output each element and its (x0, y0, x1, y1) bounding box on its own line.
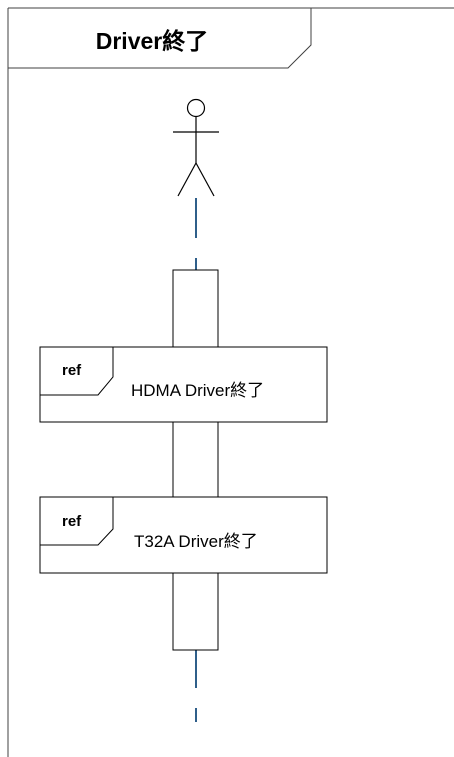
ref-fragment-t32a (39, 496, 328, 574)
ref-tag-label: ref (62, 513, 82, 530)
ref-tag-label: ref (62, 362, 82, 379)
activation-bar (172, 269, 219, 651)
frame-title: Driver終了 (95, 28, 209, 54)
ref-fragment-text: HDMA Driver終了 (131, 381, 265, 400)
ref-fragment-text: T32A Driver終了 (134, 532, 258, 551)
ref-fragment-hdma (39, 346, 328, 423)
frame-title-tab (8, 7, 312, 69)
actor-icon (173, 98, 219, 197)
